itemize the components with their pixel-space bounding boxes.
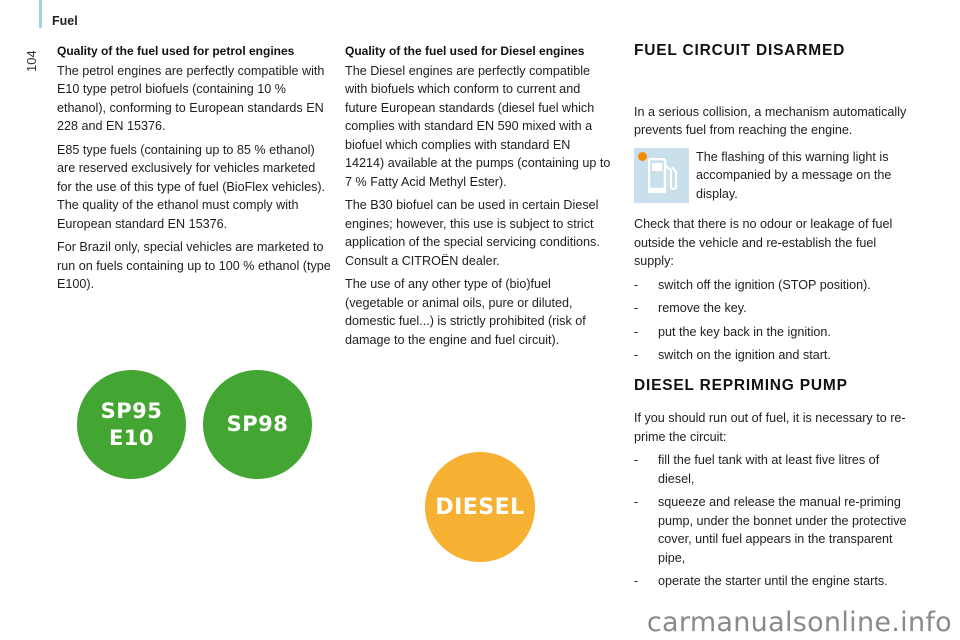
badge-label: SP95 [100,398,163,423]
repriming-intro: If you should run out of fuel, it is nec… [634,411,906,444]
repriming-heading: DIESEL REPRIMING PUMP [634,376,848,394]
diesel-badge: DIESEL [425,452,535,562]
fuel-circuit-heading: FUEL CIRCUIT DISARMED [634,42,846,59]
repriming-steps: fill the fuel tank with at least five li… [634,451,914,591]
petrol-heading: Quality of the fuel used for petrol engi… [57,44,295,58]
fuel-pump-icon [648,157,678,193]
list-item: put the key back in the ignition. [634,323,914,342]
page-number: 104 [24,50,39,72]
check-text: Check that there is no odour or leakage … [634,217,893,268]
badge-label: SP98 [226,412,289,436]
fuel-circuit-column: FUEL CIRCUIT DISARMED In a serious colli… [634,42,914,596]
warning-dot-icon [638,151,647,161]
sp95-e10-badge: SP95 E10 [77,370,186,479]
fuel-circuit-steps: switch off the ignition (STOP position).… [634,276,914,365]
section-title: Fuel [52,14,78,28]
badge-label: DIESEL [435,494,525,520]
list-item: switch on the ignition and start. [634,346,914,365]
sp98-badge: SP98 [203,370,312,479]
fuel-pump-warning-icon [634,147,689,203]
petrol-paragraph: The petrol engines are perfectly compati… [57,63,325,134]
petrol-paragraph: For Brazil only, special vehicles are ma… [57,240,331,291]
diesel-paragraph: The Diesel engines are perfectly compati… [345,63,611,189]
section-accent-bar [39,0,42,28]
fuel-circuit-intro: In a serious collision, a mechanism auto… [634,104,907,138]
petrol-paragraph: E85 type fuels (containing up to 85 % et… [57,142,326,231]
diesel-heading: Quality of the fuel used for Diesel engi… [345,44,585,58]
list-item: squeeze and release the manual re-primin… [634,493,914,567]
warning-light-row: The flashing of this warning light is ac… [634,147,914,204]
diesel-paragraph: The use of any other type of (bio)fuel (… [345,277,586,347]
petrol-column: Quality of the fuel used for petrol engi… [57,45,332,299]
list-item: switch off the ignition (STOP position). [634,276,914,295]
warning-text: The flashing of this warning light is ac… [696,149,892,201]
list-item: fill the fuel tank with at least five li… [634,451,914,488]
diesel-paragraph: The B30 biofuel can be used in certain D… [345,198,600,268]
watermark: carmanualsonline.info [646,607,952,638]
diesel-column: Quality of the fuel used for Diesel engi… [345,45,613,354]
list-item: remove the key. [634,299,914,318]
badge-label: E10 [108,425,155,450]
list-item: operate the starter until the engine sta… [634,572,914,591]
